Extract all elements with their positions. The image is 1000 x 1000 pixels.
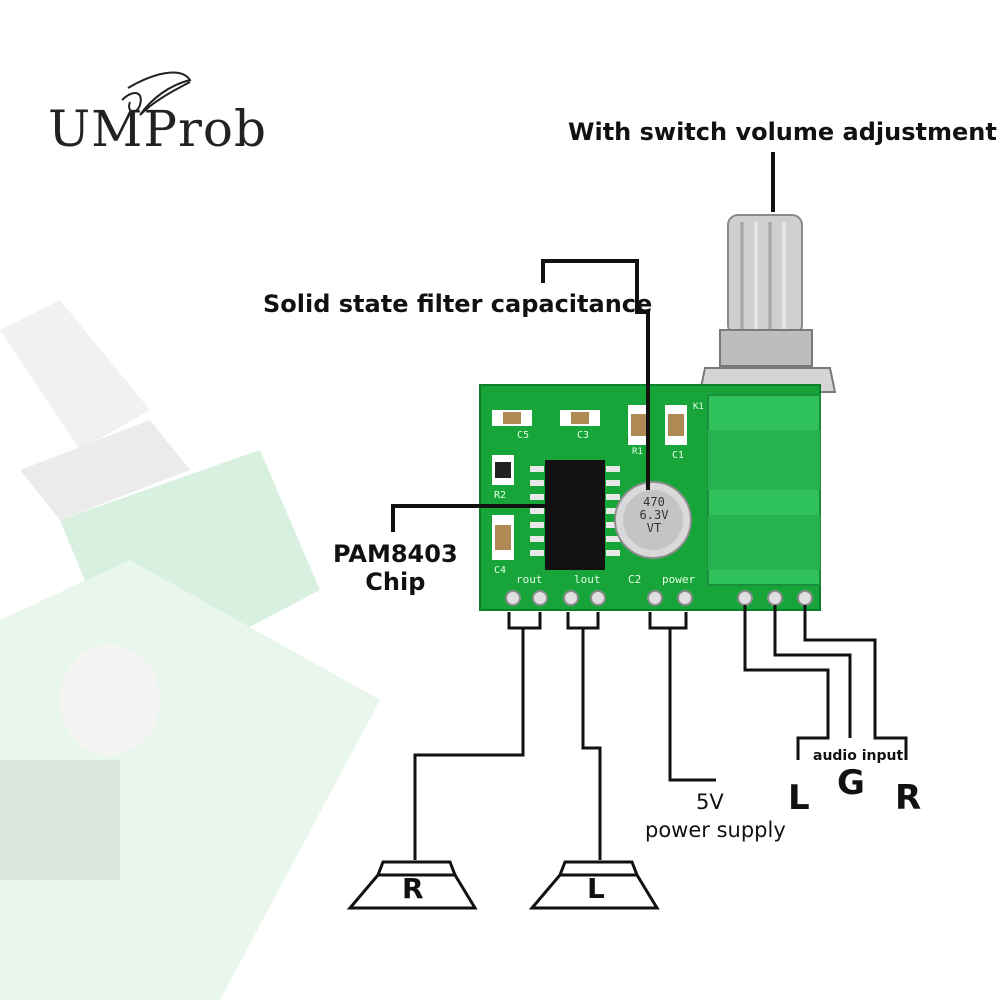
faded-capacitor	[60, 645, 160, 755]
silkscreen-c2: C2	[628, 573, 642, 586]
silkscreen-rout: rout	[516, 573, 543, 586]
logo-feather-icon	[121, 71, 192, 116]
silkscreen-c5: C5	[517, 430, 530, 441]
audio-input-label: audio input	[813, 748, 904, 764]
faded-switch-block	[60, 450, 320, 690]
audio-pin-g: G	[837, 763, 865, 803]
faded-pcb	[0, 560, 380, 1000]
audio-input-l-wire	[743, 605, 830, 760]
faded-chip	[0, 760, 120, 880]
silkscreen-r2: R2	[494, 490, 507, 501]
silkscreen-lout: lout	[574, 573, 601, 586]
brand-name: UMProb	[48, 100, 267, 158]
silkscreen-r1: R1	[632, 447, 643, 457]
chip-callout-word: Chip	[365, 568, 426, 596]
right-speaker-icon	[346, 860, 478, 910]
audio-input-g-wire	[773, 605, 852, 738]
chip-leader-line	[391, 504, 560, 532]
silkscreen-k1: K1	[693, 402, 704, 412]
power-voltage-label: 5V	[696, 790, 724, 814]
capacitor-leader-line	[541, 259, 650, 490]
lout-bracket	[566, 612, 600, 630]
capacitor-marking-voltage: 6.3V	[639, 508, 669, 522]
chip-callout: PAM8403 Chip	[333, 540, 458, 596]
capacitor-callout: Solid state filter capacitance	[263, 290, 653, 318]
power-supply-label: power supply	[645, 818, 786, 842]
faded-knob-shaft	[0, 300, 150, 450]
faded-knob-nut	[20, 420, 190, 520]
pot-shaft	[727, 214, 803, 336]
capacitor-marking-series: VT	[646, 521, 662, 535]
silkscreen-power: power	[662, 573, 696, 586]
capacitor-marking-capacitance: 470	[643, 495, 665, 509]
audio-input-r-wire	[803, 605, 908, 760]
audio-pin-l: L	[788, 778, 810, 818]
silkscreen-c4: C4	[494, 565, 507, 576]
pot-collar	[719, 329, 813, 367]
pam8403-chip	[545, 460, 605, 570]
silkscreen-c3: C3	[577, 430, 590, 441]
power-wire	[668, 628, 716, 782]
rout-bracket	[507, 612, 542, 630]
brand-logo: UMProb	[40, 70, 280, 160]
right-speaker-label: R	[402, 872, 424, 905]
left-speaker-label: L	[587, 872, 605, 905]
audio-pin-r: R	[895, 778, 922, 818]
left-speaker-wire	[581, 628, 602, 860]
power-bracket	[648, 612, 688, 630]
volume-callout: With switch volume adjustment	[568, 118, 997, 146]
capacitor-marking: 470 6.3V VT	[636, 496, 672, 535]
silkscreen-c1: C1	[672, 450, 685, 461]
right-speaker-wire	[413, 628, 525, 860]
left-speaker-icon	[528, 860, 660, 910]
chip-callout-name: PAM8403	[333, 540, 458, 568]
